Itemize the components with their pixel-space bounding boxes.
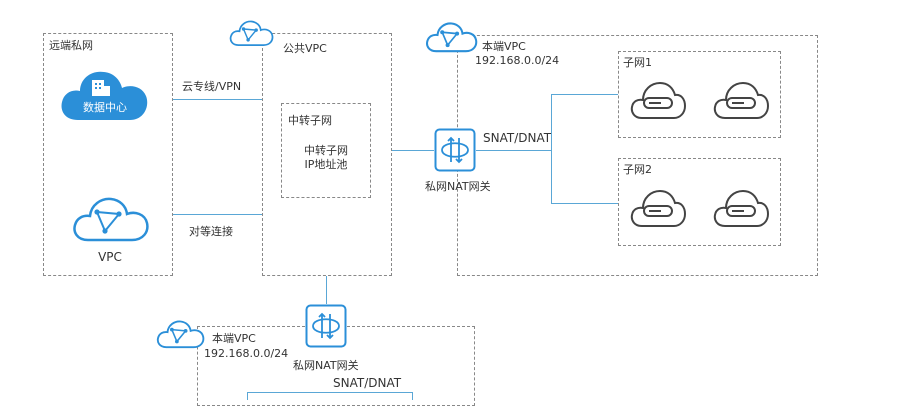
remote-vpc-label: VPC: [98, 250, 122, 264]
local-vpc-bottom-cidr: 192.168.0.0/24: [204, 347, 289, 360]
public-vpc-cloud-icon: [228, 14, 274, 52]
subnet1-box: [618, 51, 781, 138]
bottom-subnet-bus-left: [247, 392, 248, 400]
remote-private-network-title: 远端私网: [49, 39, 93, 52]
datacenter-label: 数据中心: [83, 101, 127, 114]
subnet2-box: [618, 158, 781, 246]
server-cloud-icon: [629, 78, 687, 122]
peering-link: [173, 214, 263, 215]
peering-label: 对等连接: [189, 225, 233, 238]
bottom-subnet-bus-right: [412, 392, 413, 400]
bottom-subnet-bus: [247, 392, 413, 393]
transit-subnet-box: [281, 103, 371, 198]
transit-pool-line2: IP地址池: [304, 158, 348, 171]
subnet1-title: 子网1: [623, 56, 652, 69]
cloud-vpn-label: 云专线/VPN: [182, 80, 242, 93]
local-vpc-bottom-cloud-icon: [155, 315, 205, 353]
local-vpc-title: 本端VPC: [482, 40, 526, 53]
public-to-bottom-nat-link: [326, 276, 327, 304]
subnet2-link: [551, 203, 618, 204]
remote-private-network-box: [43, 33, 173, 276]
public-to-nat-link: [392, 150, 434, 151]
subnets-bus: [551, 94, 552, 204]
snat-dnat-label: SNAT/DNAT: [483, 131, 552, 145]
local-vpc-bottom-title: 本端VPC: [212, 332, 256, 345]
server-cloud-icon: [712, 186, 770, 230]
datacenter-cloud-icon: [58, 66, 152, 122]
public-vpc-title: 公共VPC: [283, 42, 327, 55]
server-cloud-icon: [629, 186, 687, 230]
snat-dnat-bottom-label: SNAT/DNAT: [333, 376, 402, 390]
local-vpc-cloud-icon: [424, 17, 478, 57]
subnet2-title: 子网2: [623, 163, 652, 176]
cloud-vpn-link: [173, 99, 263, 100]
nat-gateway-icon: [434, 128, 476, 172]
public-vpc-box: [262, 33, 392, 276]
subnet1-link: [551, 94, 618, 95]
transit-pool-line1: 中转子网: [304, 144, 348, 157]
nat-to-subnets-link: [476, 150, 552, 151]
cloud-vpc-icon: [70, 194, 150, 244]
server-cloud-icon: [712, 78, 770, 122]
transit-subnet-title: 中转子网: [288, 114, 332, 127]
nat-gateway-bottom-icon: [305, 304, 347, 348]
nat-gateway-label: 私网NAT网关: [425, 180, 491, 193]
nat-gateway-bottom-label: 私网NAT网关: [293, 359, 359, 372]
local-vpc-cidr: 192.168.0.0/24: [475, 54, 560, 67]
